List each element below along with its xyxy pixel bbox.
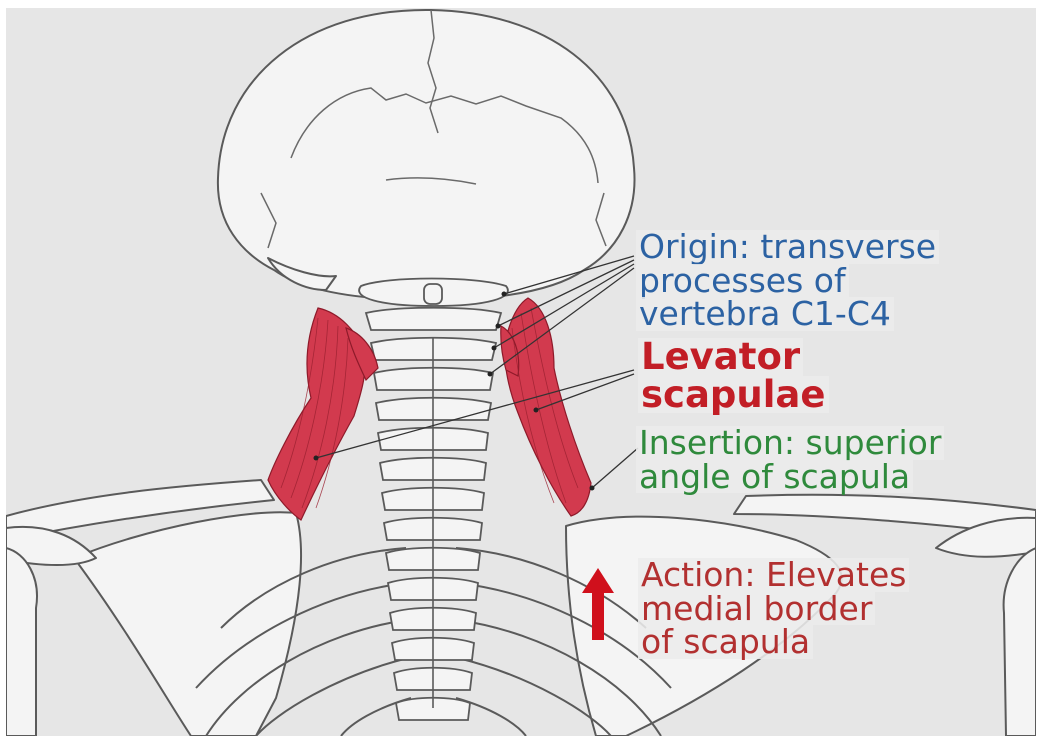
insertion-line-2: angle of scapula [636, 460, 913, 494]
insertion-line-1: Insertion: superior [636, 426, 944, 460]
action-line-3: of scapula [638, 625, 813, 659]
origin-line-3: vertebra C1-C4 [636, 297, 894, 331]
muscle-line-2: scapulae [638, 376, 829, 414]
action-label: Action: Elevates medial border of scapul… [638, 558, 909, 659]
origin-line-1: Origin: transverse [636, 230, 939, 264]
muscle-name-label: Levator scapulae [638, 338, 829, 413]
scapula-left [74, 512, 301, 736]
action-line-2: medial border [638, 592, 875, 626]
humerus-left [6, 548, 37, 736]
muscle-line-1: Levator [638, 338, 803, 376]
origin-line-2: processes of [636, 264, 849, 298]
skull [218, 10, 635, 300]
insertion-label: Insertion: superior angle of scapula [636, 426, 944, 493]
anatomy-figure: Origin: transverse processes of vertebra… [6, 8, 1036, 736]
humerus-right [1004, 548, 1036, 736]
origin-label: Origin: transverse processes of vertebra… [636, 230, 939, 331]
action-line-1: Action: Elevates [638, 558, 909, 592]
